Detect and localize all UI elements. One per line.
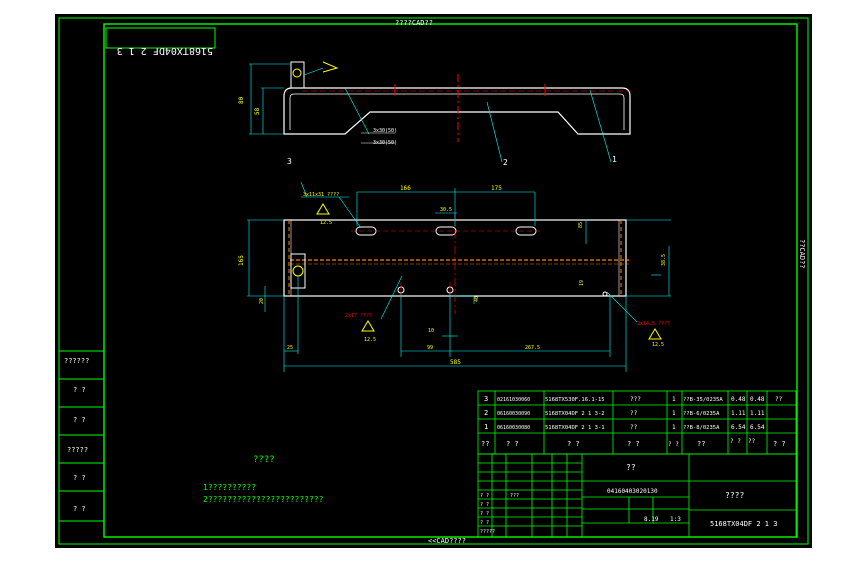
parts-header-3: ? ? bbox=[627, 440, 640, 448]
part-row-2-drawing: 5168TX04DF 2 1 3-1 bbox=[545, 425, 605, 431]
roughness-symbol-3 bbox=[648, 328, 662, 340]
dim-166: 166 bbox=[400, 185, 411, 192]
left-strip-5: ? ? bbox=[73, 505, 86, 513]
roughness-1: 12.5 bbox=[320, 220, 332, 226]
front-dim-height: 58 bbox=[254, 107, 261, 115]
balloon-2: 2 bbox=[503, 158, 508, 167]
dim-38-5: 38.5 bbox=[661, 254, 667, 266]
inner-border bbox=[103, 23, 798, 538]
part-row-0-unit: 0.48 bbox=[731, 396, 746, 403]
part-row-2-name: ?? bbox=[630, 424, 638, 431]
part-row-1-no: 2 bbox=[484, 409, 488, 417]
balloon-3: 3 bbox=[287, 157, 292, 166]
left-strip-1: ? ? bbox=[73, 386, 86, 394]
left-strip-4: ? ? bbox=[73, 474, 86, 482]
dim-30-5: 30.5 bbox=[440, 207, 452, 213]
parts-header-5: ?? bbox=[697, 440, 705, 448]
part-row-2-material: ??B-8/0235A bbox=[683, 425, 720, 431]
parts-header-1: ? ? bbox=[506, 440, 519, 448]
part-row-0-note: ?? bbox=[775, 396, 783, 403]
dim-585: 585 bbox=[450, 359, 461, 366]
title-label-3: ??? bbox=[510, 493, 519, 499]
dim-19: 19 bbox=[579, 280, 585, 286]
part-row-1-drawing: 5168TX04DF 2 1 3-2 bbox=[545, 411, 605, 417]
left-strip-2: ? ? bbox=[73, 416, 86, 424]
drawing-sheet: ????CAD?? <<CAD???? ??CAD?? 5168TX04DF 2… bbox=[55, 14, 812, 548]
frame-title-top: ????CAD?? bbox=[395, 19, 433, 27]
title-block-code: 04160403020130 bbox=[607, 488, 658, 495]
part-row-1-material: ??B-6/0235A bbox=[683, 411, 720, 417]
title-label-1: ? ? bbox=[480, 502, 489, 508]
parts-header-6: ? ? bbox=[730, 438, 741, 445]
part-row-0-material: ??B-35/0235A bbox=[683, 397, 723, 403]
title-label-4: ? ? bbox=[480, 520, 489, 526]
part-row-1-total: 1.11 bbox=[750, 410, 765, 417]
dim-10: 10 bbox=[428, 328, 434, 334]
title-block-grid bbox=[477, 453, 797, 538]
outer-border bbox=[58, 17, 809, 545]
frame-title-bottom: <<CAD???? bbox=[428, 537, 466, 545]
parts-header-0: ?? bbox=[481, 440, 489, 448]
dim-267-5: 267.5 bbox=[525, 345, 540, 351]
dim-99: 99 bbox=[427, 345, 433, 351]
part-row-1-code: 06160030090 bbox=[497, 411, 530, 417]
dim-25: 25 bbox=[287, 345, 293, 351]
left-strip-3: ????? bbox=[67, 446, 88, 454]
parts-header-8: ? ? bbox=[773, 440, 786, 448]
balloon-1: 1 bbox=[612, 155, 617, 164]
title-block-scale: 1:3 bbox=[670, 516, 681, 523]
title-label-5: ????? bbox=[480, 529, 495, 535]
hole-note-slots: 3x11x31 ???? bbox=[303, 192, 339, 198]
part-row-2-unit: 6.54 bbox=[731, 424, 746, 431]
part-row-2-qty: 1 bbox=[672, 424, 676, 431]
parts-header-2: ? ? bbox=[567, 440, 580, 448]
part-row-2-no: 1 bbox=[484, 423, 488, 431]
dim-85: 85 bbox=[578, 222, 584, 228]
left-strip bbox=[58, 350, 105, 522]
title-label-2: ? ? bbox=[480, 511, 489, 517]
dim-40: 40 bbox=[474, 296, 480, 302]
weld-symbol-1: 3x30(50) bbox=[373, 128, 397, 134]
part-row-0-drawing: 5168TX530F.16.1-15 bbox=[545, 397, 605, 403]
cad-drawing: ????CAD?? <<CAD???? ??CAD?? 5168TX04DF 2… bbox=[58, 17, 809, 545]
hole-callout-left: 2x17 ???? bbox=[345, 313, 372, 319]
title-label-0: ? ? bbox=[480, 493, 489, 499]
top-view bbox=[247, 181, 671, 372]
front-dim-overall: 80 bbox=[238, 96, 245, 104]
part-row-2-code: 06160030080 bbox=[497, 425, 530, 431]
part-row-0-qty: 1 bbox=[672, 396, 676, 403]
roughness-2: 12.5 bbox=[364, 337, 376, 343]
part-row-0-code: 02161030060 bbox=[497, 397, 530, 403]
parts-header-4: ? ? bbox=[668, 441, 679, 448]
hole-callout-right: 2x14.5 ???? bbox=[637, 321, 670, 327]
roughness-3: 12.5 bbox=[652, 342, 664, 348]
part-row-1-name: ?? bbox=[630, 410, 638, 417]
left-strip-0: ?????? bbox=[64, 357, 89, 365]
dim-20: 20 bbox=[259, 298, 265, 304]
title-block-weight: 8.19 bbox=[644, 516, 659, 523]
dim-165: 165 bbox=[238, 255, 245, 266]
weld-symbol-2: 3x30(50) bbox=[373, 140, 397, 146]
part-row-2-total: 6.54 bbox=[750, 424, 765, 431]
notes-heading: ???? bbox=[253, 455, 275, 465]
note-line-2: 2???????????????????????? bbox=[203, 495, 324, 504]
title-block-name: ?? bbox=[626, 463, 636, 472]
part-row-0-total: 0.48 bbox=[750, 396, 765, 403]
title-block-unit: ???? bbox=[725, 491, 744, 500]
parts-header-7: ?? bbox=[748, 438, 756, 445]
title-block-drawing-number: 5168TX04DF 2 1 3 bbox=[710, 520, 777, 528]
front-view bbox=[249, 61, 635, 163]
frame-title-right: ??CAD?? bbox=[798, 239, 806, 269]
drawing-number-mirrored: 5168TX04DF 2 1 3 bbox=[117, 45, 213, 56]
part-row-1-qty: 1 bbox=[672, 410, 676, 417]
part-row-0-no: 3 bbox=[484, 395, 488, 403]
roughness-symbol-2 bbox=[361, 320, 375, 332]
technical-notes: ???? 1?????????? 2??????????????????????… bbox=[203, 455, 324, 506]
roughness-symbol-1 bbox=[316, 203, 330, 215]
part-row-1-unit: 1.11 bbox=[731, 410, 746, 417]
dim-175: 175 bbox=[491, 185, 502, 192]
part-row-0-name: ??? bbox=[630, 396, 641, 403]
drawing-number-box bbox=[105, 27, 216, 49]
note-line-1: 1?????????? bbox=[203, 483, 256, 492]
